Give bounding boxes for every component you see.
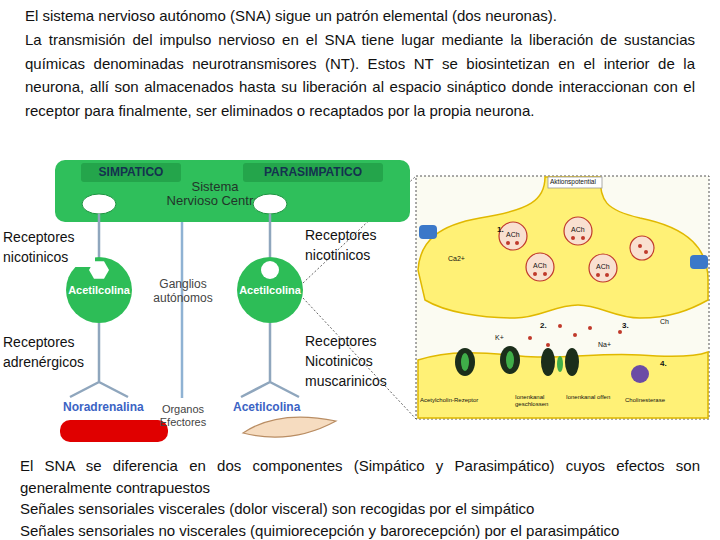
ion-label: K+: [495, 334, 509, 342]
molecule-label: ACh: [533, 262, 553, 270]
neurotransmitter-label: Noradrenalina: [63, 400, 158, 414]
transporter: [419, 225, 437, 239]
zoom-frame: [416, 176, 709, 419]
vesicle: [526, 253, 554, 281]
receptor-label: Receptores adrenérgicos: [3, 332, 95, 372]
vesicle: [589, 254, 617, 282]
vesicle: [564, 217, 592, 245]
receptor-core: [461, 353, 469, 371]
receptor: [455, 348, 475, 376]
division-tab: SIMPATICO: [81, 163, 181, 182]
axon-line: [98, 222, 101, 257]
muscle-cell: [243, 417, 336, 437]
neurotransmitter-name: Acetilcolina: [66, 284, 132, 297]
summary-text: El SNA se diferencia en dos componentes …: [20, 455, 700, 498]
nicotinic-receptor-symbol: [261, 261, 279, 279]
transporter: [690, 255, 708, 269]
neuron-body: [253, 194, 287, 214]
callout-number: 4.: [660, 359, 672, 368]
acetylcholine-dots: [506, 236, 648, 347]
neurotransmitter-label: Acetilcolina: [233, 400, 313, 414]
vesicle: [630, 236, 654, 260]
cholinesterase-enzyme: [631, 365, 649, 383]
molecule-label: ACh: [506, 231, 526, 239]
illustration-text: Ionenkanal offen: [566, 394, 611, 401]
illustration-text: Cholinesterase: [625, 397, 675, 404]
neurotransmitter-name: Acetilcolina: [237, 284, 303, 297]
intro-text: La transmisión del impulso nervioso en e…: [25, 28, 695, 122]
molecule-label: Ch: [660, 318, 674, 326]
center-divider: [181, 222, 184, 398]
ion-channel-core: [557, 356, 563, 372]
callout-number: 3.: [622, 321, 634, 330]
ion-channel: [541, 348, 555, 376]
illustration-text: Acetylcholin-Rezeptor: [420, 397, 490, 404]
summary-text: Señales sensoriales viscerales (dolor vi…: [20, 498, 700, 520]
molecule-label: ACh: [596, 263, 616, 271]
blood-vessel: [60, 420, 168, 442]
receptor-label: Receptores nicotinicos: [3, 227, 95, 267]
ion-label: Na+: [598, 341, 616, 349]
cns-band: Sistema Nervioso CentralSIMPATICO PARASIM…: [55, 160, 410, 222]
neuron-body: [82, 194, 116, 214]
molecule-label: ACh: [571, 226, 591, 234]
receptor: [500, 346, 520, 374]
axon-branch: [241, 323, 299, 397]
ion-channel: [565, 348, 579, 376]
summary-text: Señales sensoriales no viscerales (quimi…: [20, 520, 700, 540]
intro-text: El sistema nervioso autónomo (SNA) sigue…: [25, 4, 695, 28]
division-name: SIMPATICO: [81, 165, 181, 180]
callout-number: 2.: [540, 321, 552, 330]
division-tab: PARASIMPATICO: [243, 163, 383, 182]
postsynaptic-membrane: [418, 352, 708, 418]
band-title: Sistema Nervioso Central: [165, 180, 265, 208]
receptor-label: Receptores Nicotinicos muscarinicos: [305, 331, 401, 391]
axon-line: [269, 222, 272, 257]
receptor-label: Receptores nicotinicos: [305, 225, 397, 265]
illustration-text: Aktionspotential: [550, 178, 602, 186]
receptor-core: [506, 351, 514, 369]
ganglion-circle: Acetilcolina: [237, 257, 303, 323]
ion-label: Ca2+: [448, 255, 470, 263]
presynaptic-terminal: [418, 177, 708, 318]
connector-group: [99, 222, 270, 257]
axon-stub: [98, 214, 101, 222]
division-name: PARASIMPATICO: [243, 165, 383, 180]
action-potential-box: [548, 177, 602, 188]
effector-label: Organos Efectores: [155, 403, 211, 429]
zoom-line: [303, 298, 416, 419]
axon-stub: [269, 214, 272, 222]
ganglia-label: Ganglios autónomos: [150, 277, 216, 305]
illustration-text: Ionenkanal geschlossen: [515, 394, 560, 408]
